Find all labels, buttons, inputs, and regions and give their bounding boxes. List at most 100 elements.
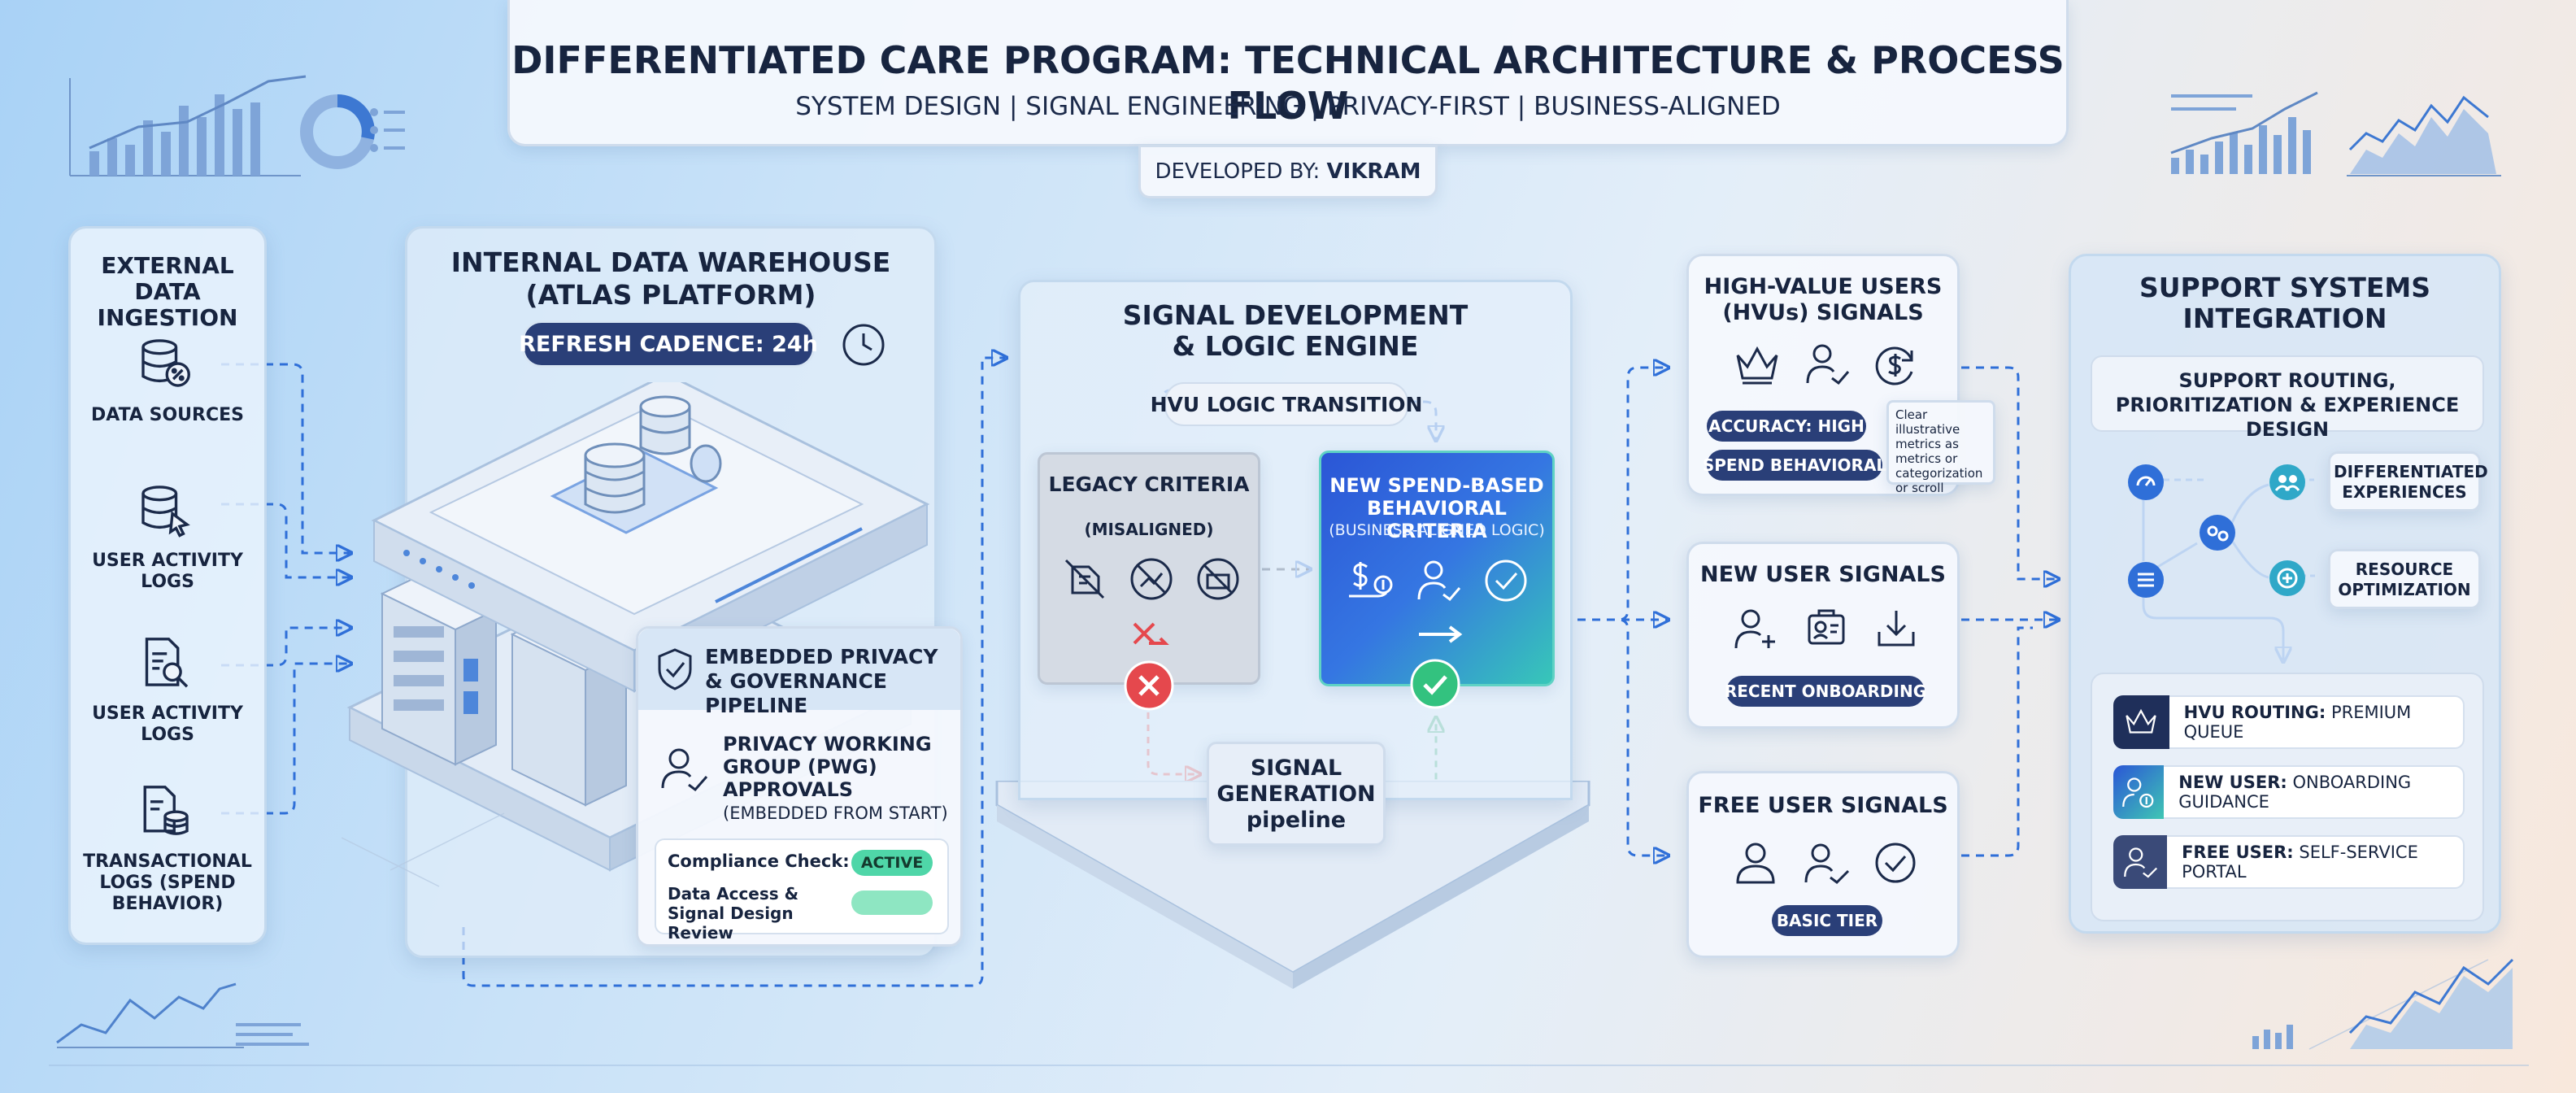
warehouse-subtitle: (ATLAS PLATFORM)	[525, 279, 816, 311]
support-subtitle: INTEGRATION	[2182, 303, 2387, 334]
user-check-icon	[1804, 342, 1850, 386]
external-item-label: USER ACTIVITY LOGS	[92, 551, 243, 592]
page-subtitle: SYSTEM DESIGN | SIGNAL ENGINEERING | PRI…	[795, 92, 1781, 121]
gauge-node-icon	[2126, 463, 2165, 502]
hvu-metrics-tooltip: Clear illustrative metrics as metrics or…	[1886, 400, 1995, 495]
database-cursor-icon	[136, 481, 194, 539]
support-title: SUPPORT SYSTEMS	[2139, 272, 2430, 303]
user-check-icon	[2113, 835, 2168, 889]
hvu-subtitle: (HVUs) SIGNALS	[1722, 300, 1924, 325]
decorative-chart-top-left	[69, 75, 405, 176]
legacy-note: (MISALIGNED)	[1084, 520, 1214, 539]
route-bold: FREE USER:	[2182, 843, 2294, 862]
user-icon	[1733, 840, 1778, 886]
crown-icon	[1733, 342, 1782, 386]
approved-check-icon	[1410, 659, 1460, 709]
pwg-note: (EMBEDDED FROM START)	[723, 803, 948, 823]
user-add-icon	[1733, 606, 1780, 651]
new-criteria-title: NEW SPEND-BASED BEHAVIORAL CRITERIA	[1329, 474, 1544, 542]
developer-prefix: DEVELOPED BY:	[1155, 159, 1321, 184]
external-title: EXTERNAL DATA INGESTION	[97, 252, 238, 331]
route-item-hvu: HVU ROUTING: PREMIUM QUEUE	[2113, 695, 2465, 749]
signal-generation-pipeline: SIGNAL GENERATION pipeline	[1207, 742, 1386, 846]
hvu-logic-transition-label: HVU LOGIC TRANSITION	[1151, 382, 1422, 426]
external-item-label: USER ACTIVITY LOGS	[92, 703, 243, 745]
review-status-bar	[851, 891, 933, 915]
id-card-icon	[1803, 606, 1850, 651]
privacy-governance-card: EMBEDDED PRIVACY & GOVERNANCE PIPELINE P…	[636, 626, 963, 947]
refresh-label: REFRESH CADENCE:	[519, 331, 764, 357]
group-node-icon	[2268, 463, 2307, 502]
routing-list: HVU ROUTING: PREMIUM QUEUE NEW USER: ONB…	[2091, 673, 2484, 921]
arrow-right-icon	[1416, 622, 1464, 647]
shield-check-icon	[655, 647, 695, 692]
privacy-title: EMBEDDED PRIVACY & GOVERNANCE PIPELINE	[705, 645, 938, 717]
hub-node-icon	[2198, 513, 2237, 552]
compliance-label: Compliance Check:	[668, 851, 850, 871]
rejected-x-icon	[1124, 660, 1174, 711]
compliance-status-badge: ACTIVE	[851, 850, 933, 876]
resource-optimization-box: RESOURCE OPTIMIZATION	[2328, 549, 2481, 609]
routing-title: SUPPORT ROUTING, PRIORITIZATION & EXPERI…	[2115, 369, 2460, 441]
money-hand-icon	[1346, 557, 1396, 604]
new-criteria-note: (BUSINESS-ALIGNED LOGIC)	[1329, 521, 1545, 539]
check-circle-icon	[1482, 557, 1530, 604]
resource-opt-label: RESOURCE OPTIMIZATION	[2338, 560, 2471, 599]
user-check-icon	[1803, 840, 1850, 886]
compliance-box: Compliance Check: ACTIVE Data Access & S…	[655, 838, 949, 943]
decorative-chart-bottom-left	[56, 982, 309, 1048]
differentiated-experiences-box: DIFFERENTIATED EXPERIENCES	[2328, 451, 2488, 512]
download-tray-icon	[1873, 606, 1920, 651]
new-criteria-card: NEW SPEND-BASED BEHAVIORAL CRITERIA (BUS…	[1319, 451, 1555, 686]
database-percent-icon	[136, 334, 194, 393]
spend-behavioral-badge: SPEND BEHAVIORAL	[1703, 450, 1886, 481]
review-label: Data Access & Signal Design Review	[668, 884, 799, 943]
refresh-value: 24h	[772, 331, 818, 357]
external-item-label: DATA SOURCES	[91, 405, 244, 425]
decorative-chart-top-right	[2170, 91, 2501, 176]
route-text: ONBOARDING GUIDANCE	[2178, 773, 2412, 812]
free-user-signals-card: FREE USER SIGNALS BASIC TIER	[1686, 771, 1960, 958]
developer-credit: DEVELOPED BY: VIKRAM	[1138, 145, 1438, 198]
document-search-icon	[136, 634, 194, 692]
legacy-criteria-card: LEGACY CRITERIA (MISALIGNED)	[1038, 452, 1260, 685]
new-user-title: NEW USER SIGNALS	[1699, 562, 1947, 587]
hvu-title: HIGH-VALUE USERS	[1704, 274, 1943, 299]
engine-platform-base	[995, 781, 1590, 989]
refresh-dollar-icon	[1873, 342, 1918, 388]
pipeline-line3: pipeline	[1246, 808, 1347, 833]
route-text: PREMIUM QUEUE	[2183, 703, 2412, 742]
user-check-icon	[1414, 557, 1463, 604]
warehouse-title: INTERNAL DATA WAREHOUSE	[450, 246, 891, 278]
pipeline-line1: SIGNAL	[1250, 756, 1342, 781]
new-user-signals-card: NEW USER SIGNALS RECENT ONBOARDING	[1686, 542, 1960, 729]
refresh-cadence-badge: REFRESH CADENCE: 24h	[519, 320, 818, 368]
route-item-free-user: FREE USER: SELF-SERVICE PORTAL	[2113, 835, 2465, 889]
route-item-new-user: NEW USER: ONBOARDING GUIDANCE	[2113, 765, 2465, 819]
diff-exp-label: DIFFERENTIATED EXPERIENCES	[2334, 462, 2488, 502]
external-item-label: TRANSACTIONAL LOGS (SPEND BEHAVIOR)	[83, 851, 252, 914]
support-systems-panel: SUPPORT SYSTEMS INTEGRATION SUPPORT ROUT…	[2069, 254, 2501, 934]
user-money-icon	[2113, 765, 2165, 819]
check-circle-icon	[1873, 840, 1918, 886]
crossed-chart-icon	[1128, 555, 1175, 603]
engine-subtitle: & LOGIC ENGINE	[1172, 330, 1419, 362]
basic-tier-badge: BASIC TIER	[1772, 905, 1882, 936]
free-user-title: FREE USER SIGNALS	[1698, 793, 1948, 818]
red-cross-arrow-icon	[1129, 619, 1170, 651]
user-check-icon	[658, 742, 710, 795]
route-bold: HVU ROUTING:	[2183, 703, 2326, 722]
recent-onboarding-badge: RECENT ONBOARDING	[1725, 676, 1926, 707]
route-text: SELF-SERVICE PORTAL	[2182, 843, 2418, 882]
external-ingestion-panel: EXTERNAL DATA INGESTION DATA SOURCES USE…	[68, 226, 267, 945]
document-database-icon	[136, 782, 194, 840]
developer-name: VIKRAM	[1326, 159, 1421, 184]
page-title: DIFFERENTIATED CARE PROGRAM: TECHNICAL A…	[511, 38, 2065, 128]
crossed-tag-icon	[1061, 555, 1108, 603]
decorative-chart-bottom-right	[2252, 958, 2514, 1049]
pwg-title: PRIVACY WORKING GROUP (PWG) APPROVALS	[723, 733, 932, 801]
legacy-title: LEGACY CRITERIA	[1048, 472, 1250, 496]
clock-icon	[841, 322, 886, 368]
accuracy-badge: ACCURACY: HIGH	[1707, 411, 1866, 442]
crown-icon	[2113, 695, 2169, 749]
